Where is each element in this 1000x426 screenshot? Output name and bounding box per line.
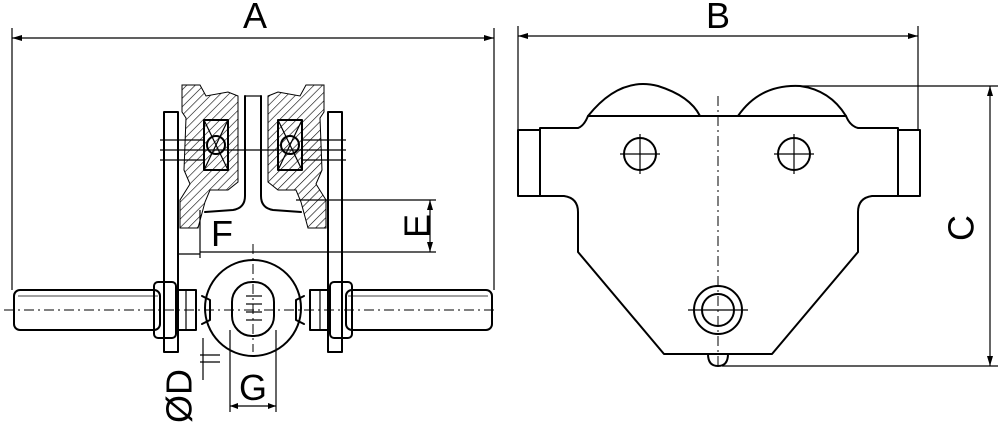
label-c: C [941,215,982,241]
dimension-f: F [178,210,233,258]
trolley-wheels-section [160,84,346,229]
side-load-pin [688,285,748,367]
dimension-d: ØD [159,338,220,423]
i-beam-profile [204,95,302,213]
label-a: A [243,0,267,36]
dimension-b: B [517,0,919,130]
side-plates [153,111,353,353]
bolt-holes [620,134,814,174]
right-hub [897,129,921,197]
axle-shaft [4,289,498,331]
label-d: ØD [159,369,200,423]
front-section-view: A [4,0,498,423]
load-eye [201,244,305,357]
side-view: B [517,0,998,368]
dimension-a: A [11,0,495,290]
dimension-e: E [200,199,438,253]
side-wheels [587,83,847,117]
dimension-c: C [722,85,998,367]
side-plate-outline [539,115,899,355]
label-b: B [706,0,730,36]
label-e: E [397,214,438,238]
left-hub [517,129,541,197]
label-f: F [211,213,233,254]
dimension-g: G [229,330,277,412]
label-g: G [239,367,267,408]
